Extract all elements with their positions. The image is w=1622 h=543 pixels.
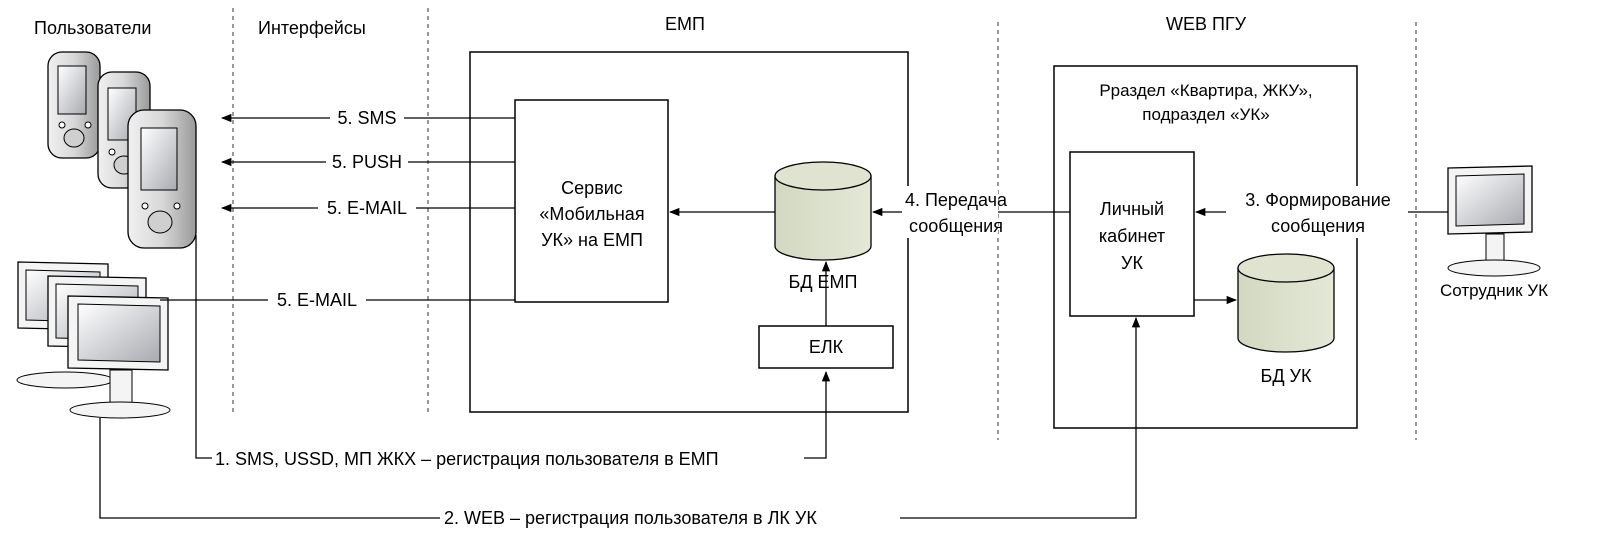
flow-transfer-label-2: сообщения (909, 216, 1003, 236)
employee-computer-icon (1447, 165, 1541, 277)
flow-push-label: 5. PUSH (332, 152, 402, 172)
flow-forming-label-1: 3. Формирование (1245, 190, 1391, 210)
desktop-computer-icon (67, 295, 171, 419)
flow-email-computer-label: 5. E-MAIL (277, 290, 357, 310)
column-title-emp: ЕМП (665, 14, 705, 34)
web-section-label-2: подраздел «УК» (1142, 105, 1269, 124)
mobile-phone-icon (127, 109, 197, 249)
web-section-label-1: Рраздел «Квартира, ЖКУ», (1099, 81, 1312, 100)
emp-db-label: БД ЕМП (789, 272, 858, 292)
flow-reg-emp-label: 1. SMS, USSD, МП ЖКХ – регистрация польз… (215, 449, 719, 469)
service-label-3: УК» на ЕМП (541, 230, 643, 250)
flow-email-label: 5. E-MAIL (327, 198, 407, 218)
service-box (514, 99, 669, 303)
column-title-users: Пользователи (34, 18, 151, 38)
database-icon (1237, 253, 1335, 353)
cabinet-label-1: Личный (1100, 199, 1164, 219)
uk-db-label: БД УК (1261, 366, 1312, 386)
flow-reg-web-label: 2. WEB – регистрация пользователя в ЛК У… (444, 508, 817, 528)
database-icon (774, 161, 872, 261)
column-title-web: WEB ПГУ (1166, 14, 1247, 34)
service-label-1: Сервис (561, 178, 623, 198)
column-title-interfaces: Интерфейсы (258, 18, 366, 38)
service-label-2: «Мобильная (539, 204, 644, 224)
employee-label: Сотрудник УК (1440, 281, 1548, 300)
flow-transfer-label-1: 4. Передача (905, 190, 1008, 210)
cabinet-box (1069, 151, 1195, 317)
elk-box (758, 325, 894, 369)
flow-sms-label: 5. SMS (337, 108, 396, 128)
cabinet-label-3: УК (1121, 253, 1143, 273)
elk-label: ЕЛК (809, 337, 844, 357)
cabinet-label-2: кабинет (1099, 226, 1165, 246)
mobile-phone-icon (47, 51, 101, 159)
flow-forming-label-2: сообщения (1271, 216, 1365, 236)
